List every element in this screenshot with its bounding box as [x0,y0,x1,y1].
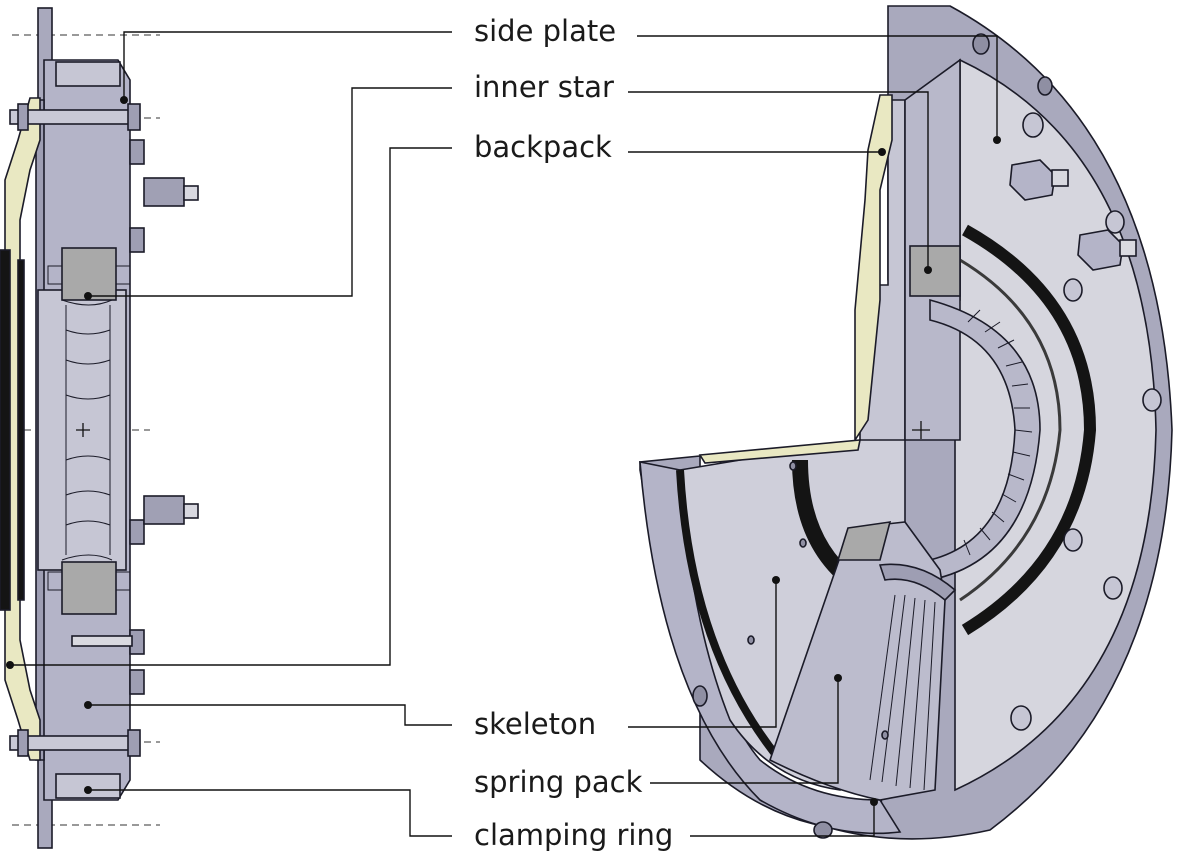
label-skeleton: skeleton [474,707,596,741]
backpack-strip [854,94,893,443]
side-nuts [129,139,145,695]
leader-lines [6,31,1001,837]
face-bolts [1010,112,1162,731]
seal-ring-outer [961,224,1097,636]
part-labels: side plate inner star backpack skeleton … [474,14,673,852]
flange-bolts [9,103,141,757]
side-section-view [0,7,199,849]
inner-star-teeth [963,309,1033,556]
seal-bottom-right [115,571,131,591]
center-cross-3d [912,421,930,439]
label-side-plate: side plate [474,14,616,48]
rim-holes [692,33,1053,839]
plug-screws [143,177,199,525]
spring-pack-arc [878,563,957,602]
leader-skeleton-right [628,580,777,728]
label-inner-star: inner star [474,70,614,104]
leader-inner-star-right [628,91,929,270]
leader-clamping-ring-left [88,789,452,837]
leader-backpack-left [10,147,452,666]
label-backpack: backpack [474,130,612,164]
seal-top-right [115,265,131,285]
leader-clamping-ring-right [690,802,875,837]
seal-ring-inner [959,258,1062,602]
inner-star-block [909,245,961,297]
label-clamping-ring: clamping ring [474,818,673,852]
seal-bottom-left [47,571,63,591]
hub-contours [65,305,111,555]
clamping-ring-top [55,61,121,87]
spring-leaves [869,594,936,791]
backpack-dark-band [17,259,25,601]
cutaway-3d-view [639,5,1173,840]
leader-inner-star-left [88,87,452,297]
leader-side-plate-left [123,31,452,100]
leader-skeleton-left [88,704,452,726]
leader-side-plate-right [637,35,998,140]
pin [71,635,133,647]
leader-dots [6,96,1001,806]
inner-star-block-top [61,247,117,301]
inner-star-block-bottom [61,561,117,615]
seal-ring-cut [676,469,784,763]
backpack-strip-lower [698,439,861,464]
hex-plugs [1009,159,1137,271]
backpack-black-edge [0,249,11,611]
center-cross [76,423,90,437]
spring-pack-head [836,521,892,561]
leader-spring-pack [650,678,839,784]
seal-top-left [47,265,63,285]
label-spring-pack: spring pack [474,765,643,799]
